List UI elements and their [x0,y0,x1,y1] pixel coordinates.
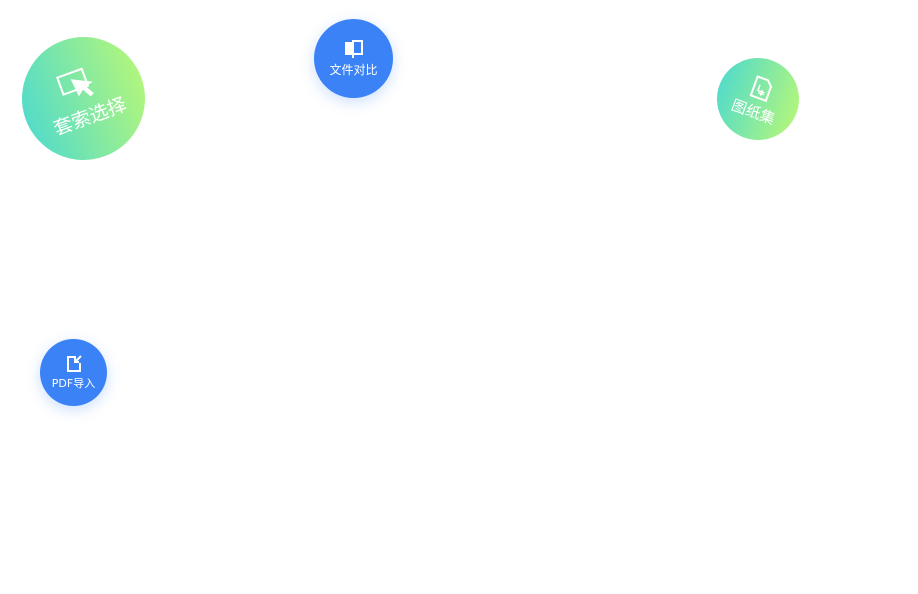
import-icon [66,355,82,372]
lasso-select-button[interactable]: 套索选择 [4,19,163,178]
cursor-select-icon [55,67,94,97]
sheet-set-icon [749,74,773,102]
sheet-set-button[interactable]: 图纸集 [705,46,811,152]
file-compare-label: 文件对比 [329,63,378,77]
pdf-import-button[interactable]: PDF导入 [40,339,107,406]
pdf-import-label: PDF导入 [51,377,96,390]
compare-icon [344,40,363,58]
file-compare-button[interactable]: 文件对比 [314,19,393,98]
sheet-set-label: 图纸集 [729,95,778,128]
